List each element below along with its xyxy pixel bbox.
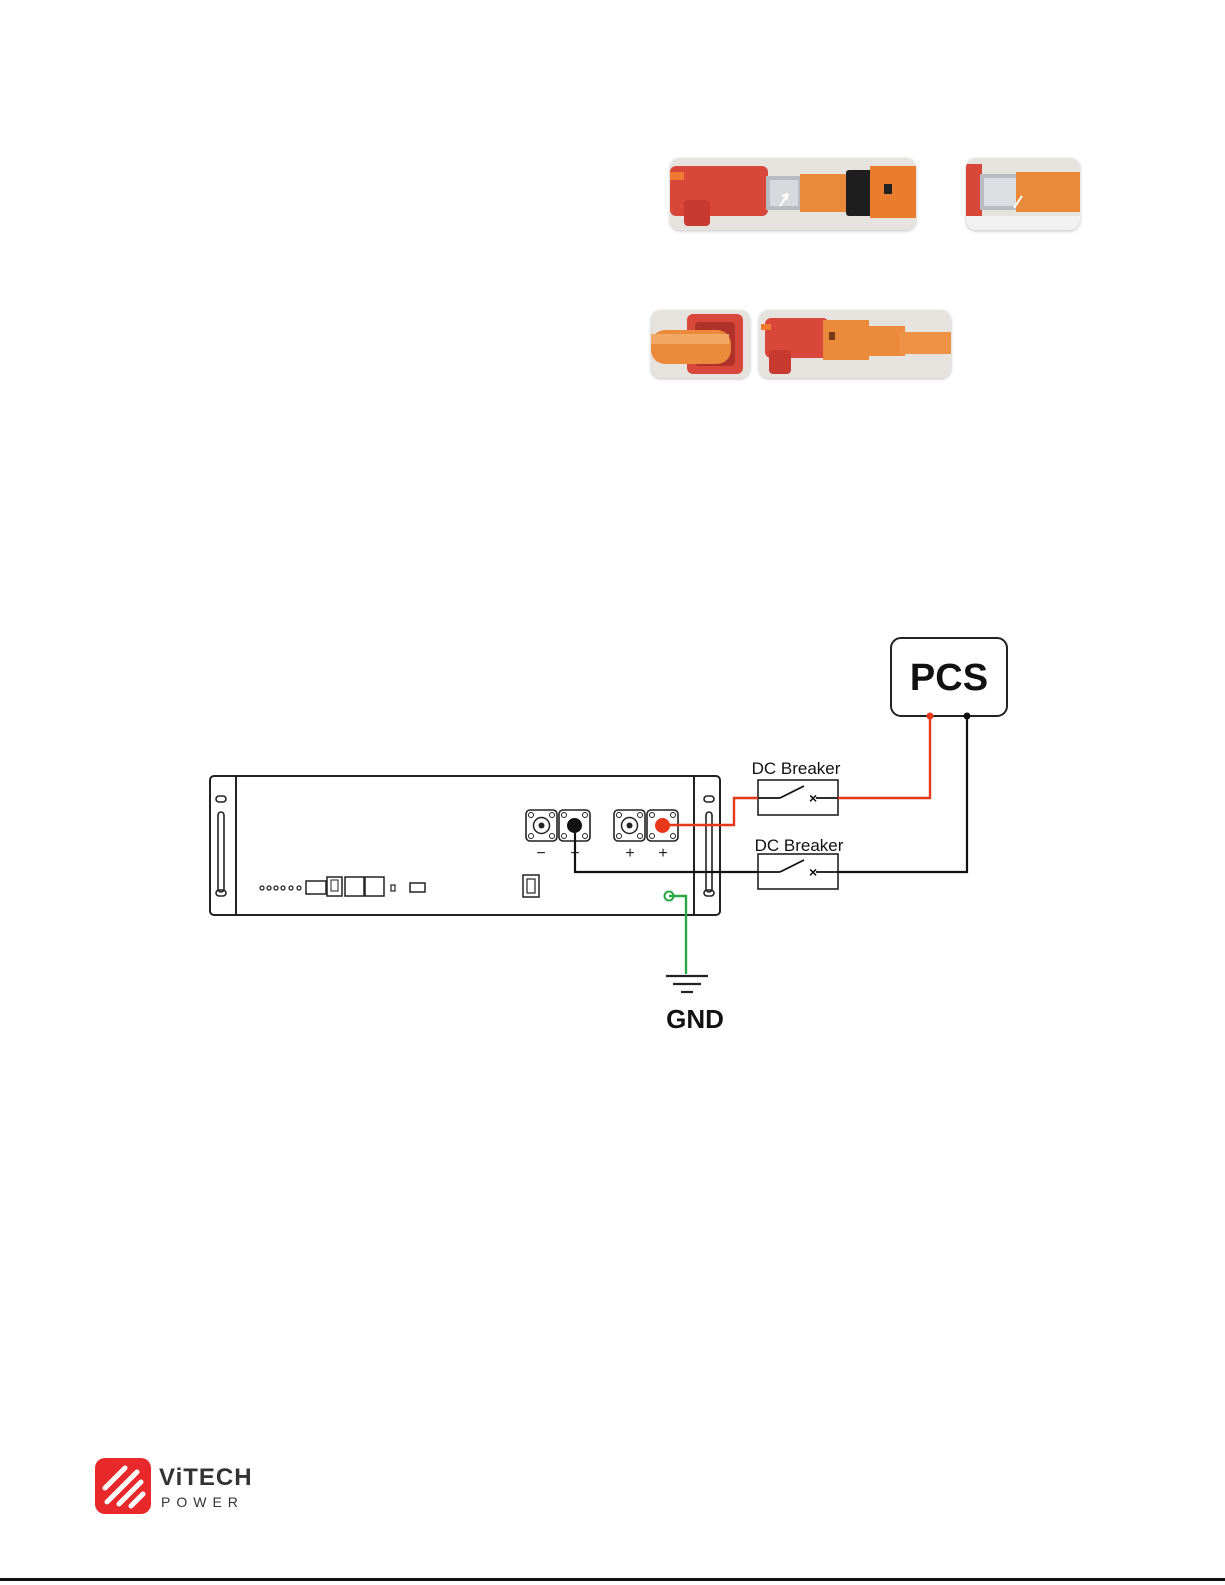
battery-module: − − + + xyxy=(210,776,720,915)
connector-crimp-photo-icon xyxy=(670,158,916,230)
connector-crimp-detail-photo-icon xyxy=(966,158,1080,230)
dc-breaker-top: DC Breaker × xyxy=(752,759,841,815)
positive-wire xyxy=(838,716,930,798)
gnd-label: GND xyxy=(666,1004,724,1034)
terminal-negative-1 xyxy=(526,810,557,841)
negative-wire xyxy=(838,716,967,872)
connector-sleeve-photo-icon xyxy=(651,310,750,378)
terminal-label: − xyxy=(536,845,545,862)
terminal-positive-1 xyxy=(614,810,645,841)
svg-text:POWER: POWER xyxy=(161,1494,244,1510)
connector-assembled-photo-icon xyxy=(759,310,951,378)
terminal-label: + xyxy=(625,845,634,862)
ground-symbol-icon xyxy=(666,976,708,992)
pcs-box: PCS xyxy=(891,638,1007,716)
svg-text:×: × xyxy=(809,790,817,806)
svg-text:×: × xyxy=(809,864,817,880)
footer-rule xyxy=(0,1578,1225,1581)
terminal-label: + xyxy=(658,845,667,862)
vitech-power-logo: ViTECH POWER xyxy=(95,1458,305,1518)
breaker-bottom-label: DC Breaker xyxy=(755,836,844,855)
dc-breaker-bottom: DC Breaker × xyxy=(755,836,844,889)
wiring-diagram: PCS xyxy=(200,630,1030,1050)
breaker-top-label: DC Breaker xyxy=(752,759,841,778)
pcs-label: PCS xyxy=(910,657,988,699)
svg-text:ViTECH: ViTECH xyxy=(159,1464,253,1491)
